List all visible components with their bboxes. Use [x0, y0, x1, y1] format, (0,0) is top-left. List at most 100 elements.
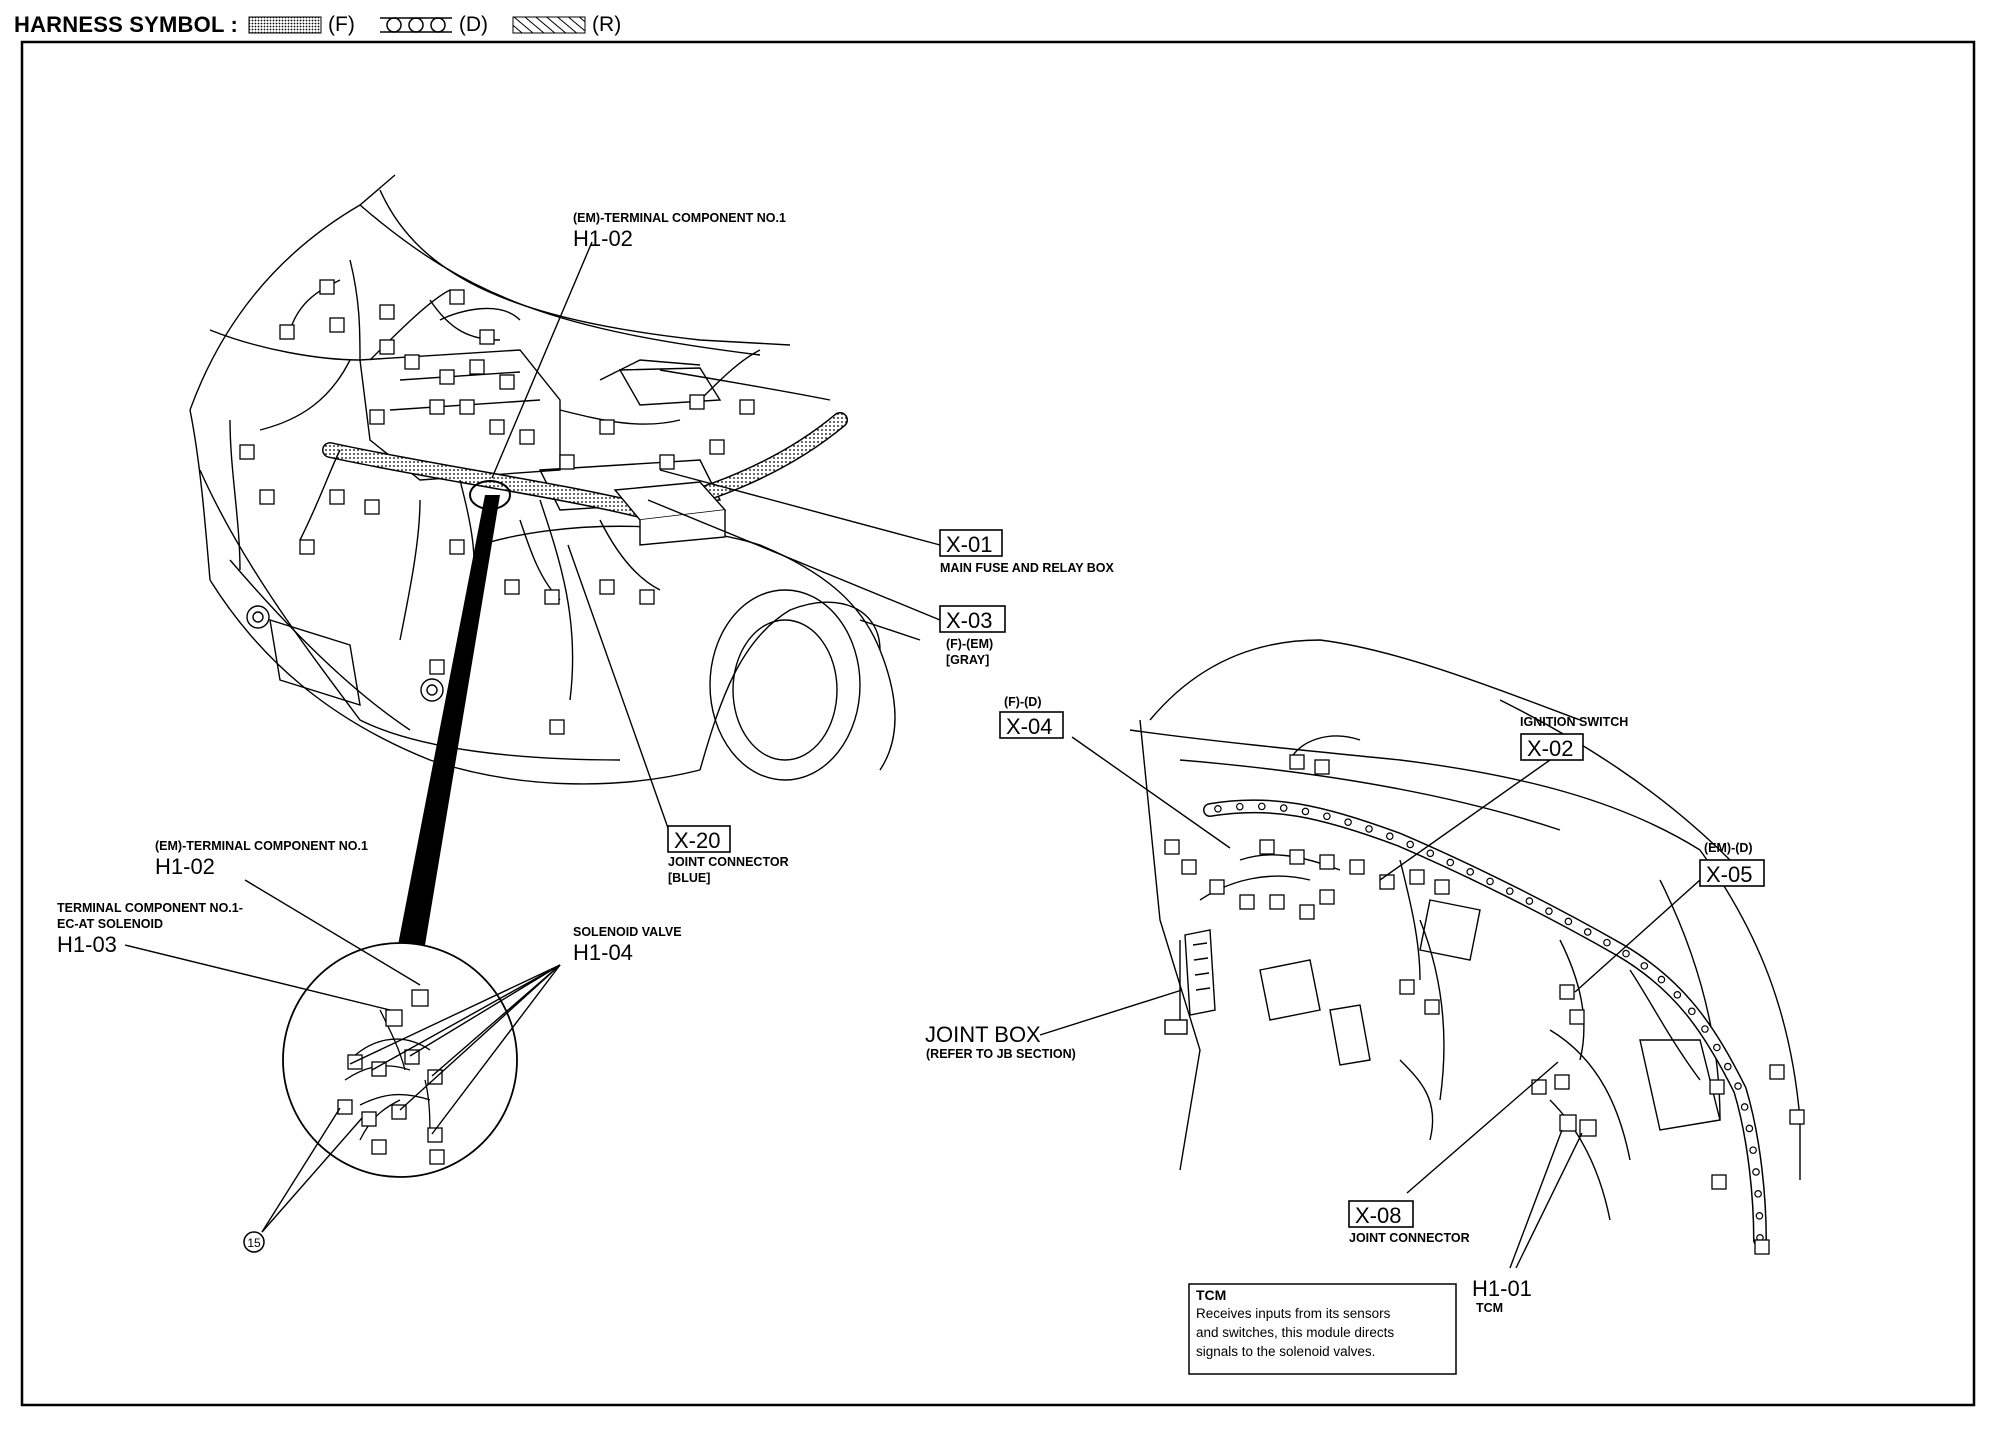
tcm-note-line-1: Receives inputs from its sensors [1196, 1306, 1391, 1321]
dotted-harness-symbol-icon [248, 16, 322, 34]
x20-desc-1: JOINT CONNECTOR [668, 855, 789, 869]
harness-circle-marker [1426, 849, 1435, 858]
harness-circle-marker [1257, 802, 1266, 811]
main-fuse-relay-box-shape [613, 481, 727, 546]
x08-code-box [1348, 1200, 1414, 1228]
harness-circle-marker [1505, 887, 1514, 895]
harness-circle-marker [1749, 1146, 1757, 1154]
ground-point-icon [243, 1231, 265, 1253]
engine-bay-drawing [189, 174, 921, 785]
harness-circle-marker [1545, 907, 1553, 915]
harness-circle-marker [1365, 825, 1373, 833]
x04-code: X-04 [1006, 714, 1052, 739]
tcm-note-title: TCM [1196, 1287, 1226, 1303]
em-terminal-detail-desc: (EM)-TERMINAL COMPONENT NO.1 [155, 839, 368, 853]
front-harness-dotted [323, 413, 847, 517]
h101-desc: TCM [1476, 1301, 1503, 1315]
harness-circle-marker [1745, 1124, 1754, 1133]
harness-circle-marker [1323, 812, 1331, 821]
harness-circle-marker [1701, 1025, 1709, 1033]
h103-desc-1: TERMINAL COMPONENT NO.1- [57, 901, 243, 915]
harness-circle-marker [1752, 1168, 1760, 1176]
x01-code-box [939, 529, 1003, 557]
harness-circle-marker [1640, 962, 1649, 970]
harness-circle-marker [1673, 991, 1682, 999]
tcm-note-line-2: and switches, this module directs [1196, 1325, 1394, 1340]
harness-circle-marker [1235, 802, 1244, 811]
harness-circle-marker [1755, 1211, 1764, 1220]
harness-circle-marker [1486, 877, 1494, 886]
harness-circle-marker [1525, 897, 1534, 905]
dash-connectors [1164, 754, 1805, 1255]
x03-desc-2: [GRAY] [946, 653, 989, 667]
x05-code-box [1699, 859, 1765, 887]
harness-circle-marker [1564, 917, 1573, 926]
harness-circle-marker [1713, 1043, 1721, 1052]
x05-desc: (EM)-(D) [1704, 841, 1753, 855]
h104-desc: SOLENOID VALVE [573, 925, 682, 939]
x20-code-box [667, 825, 731, 853]
legend-code-d: (D) [458, 13, 489, 36]
tcm-note-box [1188, 1283, 1457, 1375]
diagram-border [20, 40, 1976, 1407]
harness-circle-marker [1740, 1103, 1749, 1111]
x03-desc-1: (F)-(EM) [946, 637, 993, 651]
x02-code: X-02 [1527, 736, 1573, 761]
dash-harness-circles [1214, 802, 1764, 1242]
harness-circle-marker [1734, 1082, 1742, 1090]
x20-code: X-20 [674, 828, 720, 853]
x08-desc: JOINT CONNECTOR [1349, 1231, 1470, 1245]
legend-code-f: (F) [328, 13, 355, 36]
joint-box-shape [1164, 929, 1216, 1035]
circles-harness-symbol-icon [379, 17, 452, 33]
tcm-note-line-3: signals to the solenoid valves. [1196, 1344, 1375, 1359]
x04-desc: (F)-(D) [1004, 695, 1041, 709]
harness-circle-marker [1724, 1062, 1732, 1071]
harness-circle-marker [1466, 868, 1475, 876]
x01-code: X-01 [946, 532, 992, 557]
x02-desc: IGNITION SWITCH [1520, 715, 1628, 729]
harness-circle-marker [1301, 807, 1310, 816]
detail-callout-wedge [398, 495, 500, 945]
legend-code-r: (R) [592, 13, 622, 36]
harness-circle-marker [1406, 840, 1414, 849]
detail-callout-origin [469, 480, 511, 510]
x02-code-box [1520, 733, 1584, 761]
h103-desc-2: EC-AT SOLENOID [57, 917, 163, 931]
legend-title: HARNESS SYMBOL : [14, 12, 239, 37]
engine-connectors [239, 279, 755, 735]
harness-circle-marker [1344, 818, 1352, 826]
harness-circle-marker [1603, 938, 1611, 947]
joint-box-desc: (REFER TO JB SECTION) [926, 1047, 1076, 1061]
harness-circle-marker [1446, 858, 1455, 867]
h103-code: H1-03 [57, 932, 117, 957]
harness-circle-marker [1583, 928, 1592, 936]
ground-number: 15 [247, 1236, 261, 1250]
x04-code-box [999, 711, 1064, 739]
harness-circle-marker [1279, 804, 1288, 812]
detail-circle [282, 942, 518, 1178]
harness-circle-marker [1385, 832, 1394, 841]
harness-symbol-legend: HARNESS SYMBOL : (F) (D) [14, 10, 635, 40]
harness-circle-marker [1657, 975, 1666, 984]
dashboard-drawing [1129, 639, 1801, 1221]
dash-harness-outline [1203, 799, 1767, 1247]
harness-circle-marker [1622, 949, 1630, 958]
harness-circle-marker [1754, 1190, 1762, 1198]
em-terminal-top-code: H1-02 [573, 226, 633, 251]
dash-harness-branches [1179, 735, 1701, 1081]
h101-code: H1-01 [1472, 1276, 1532, 1301]
x08-code: X-08 [1355, 1203, 1401, 1228]
x01-desc: MAIN FUSE AND RELAY BOX [940, 561, 1115, 575]
x05-code: X-05 [1706, 862, 1752, 887]
em-terminal-top-desc: (EM)-TERMINAL COMPONENT NO.1 [573, 211, 786, 225]
em-terminal-detail-code: H1-02 [155, 854, 215, 879]
harness-circle-marker [1688, 1007, 1696, 1016]
x03-code-box [939, 605, 1006, 633]
x20-desc-2: [BLUE] [668, 871, 710, 885]
leader-lines [124, 241, 1701, 1269]
h104-code: H1-04 [573, 940, 633, 965]
hatched-harness-symbol-icon [512, 16, 586, 34]
